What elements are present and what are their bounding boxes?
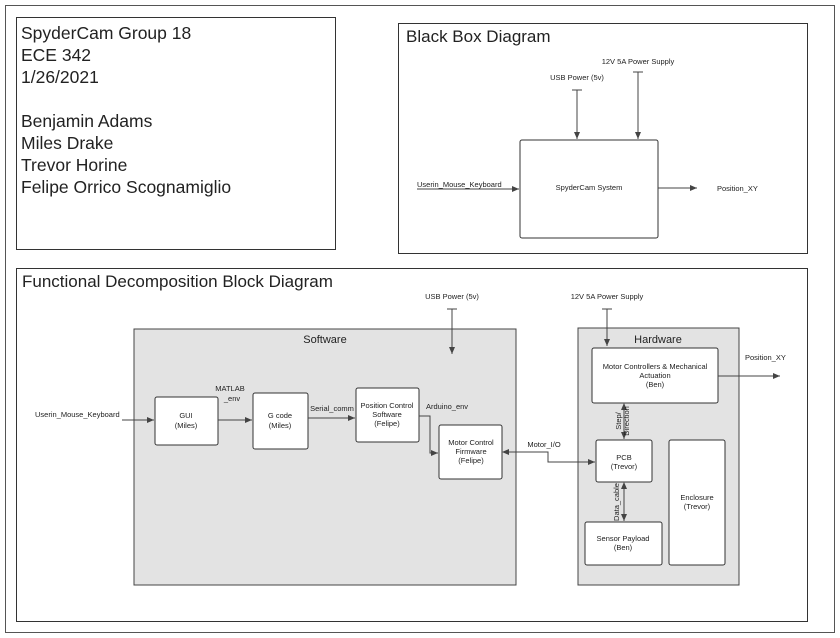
bb-power-supply-label: 12V 5A Power Supply xyxy=(602,57,675,66)
sensor-payload-label: Sensor Payload xyxy=(597,534,650,543)
position-control-owner: (Felipe) xyxy=(374,419,400,428)
gcode-label: G code xyxy=(268,411,292,420)
step-direction-label-2: Direction xyxy=(622,406,631,436)
sensor-payload-block xyxy=(584,521,663,566)
member-1: Benjamin Adams xyxy=(21,111,153,131)
motor-io-label: Motor_I/O xyxy=(527,440,561,449)
page-border xyxy=(5,5,835,633)
hardware-group-label: Hardware xyxy=(634,334,682,346)
bb-input-label: Userin_Mouse_Keyboard xyxy=(417,180,502,189)
fd-usb-power-label: USB Power (5v) xyxy=(425,292,479,301)
serial-comm-label: Serial_comm xyxy=(310,404,354,413)
bb-system-label: SpyderCam System xyxy=(556,183,623,192)
matlab-env-label-2: _env xyxy=(223,394,241,403)
motor-controllers-label-1: Motor Controllers & Mechanical xyxy=(603,362,708,371)
software-group-label: Software xyxy=(303,334,346,346)
motor-firmware-label-1: Motor Control xyxy=(448,438,494,447)
motor-firmware-owner: (Felipe) xyxy=(458,456,484,465)
gui-block xyxy=(154,396,219,446)
enclosure-block xyxy=(668,439,726,566)
member-2: Miles Drake xyxy=(21,133,114,153)
motor-firmware-label-2: Firmware xyxy=(455,447,486,456)
motor-controllers-owner: (Ben) xyxy=(646,380,665,389)
sensor-payload-owner: (Ben) xyxy=(614,543,633,552)
functional-title: Functional Decomposition Block Diagram xyxy=(22,272,333,291)
bb-system-box xyxy=(519,139,659,239)
position-control-label-1: Position Control xyxy=(361,401,414,410)
matlab-env-label-1: MATLAB xyxy=(215,384,244,393)
enclosure-label: Enclosure xyxy=(680,493,713,502)
gcode-block xyxy=(252,392,309,450)
gcode-owner: (Miles) xyxy=(269,421,292,430)
bb-usb-power-label: USB Power (5v) xyxy=(550,73,604,82)
member-4: Felipe Orrico Scognamiglio xyxy=(21,177,232,197)
fd-input-label: Userin_Mouse_Keyboard xyxy=(35,410,120,419)
arduino-env-label: Arduino_env xyxy=(426,402,468,411)
date: 1/26/2021 xyxy=(21,67,99,87)
black-box-title: Black Box Diagram xyxy=(406,27,551,46)
bb-output-label: Position_XY xyxy=(717,184,758,193)
pcb-label: PCB xyxy=(616,453,631,462)
pcb-owner: (Trevor) xyxy=(611,462,638,471)
fd-output-label: Position_XY xyxy=(745,353,786,362)
gui-owner: (Miles) xyxy=(175,421,198,430)
fd-power-supply-label: 12V 5A Power Supply xyxy=(571,292,644,301)
member-3: Trevor Horine xyxy=(21,155,128,175)
group-name: SpyderCam Group 18 xyxy=(21,23,192,43)
data-cable-label: Data_cable xyxy=(612,483,621,521)
position-to-firmware-arrow xyxy=(419,415,438,456)
step-direction-label-1: Step/ xyxy=(614,411,623,429)
gui-label: GUI xyxy=(179,411,192,420)
position-control-label-2: Software xyxy=(372,410,402,419)
info-box: SpyderCam Group 18 ECE 342 1/26/2021 Ben… xyxy=(16,17,336,250)
motor-io-arrow xyxy=(502,449,595,465)
motor-controllers-label-2: Actuation xyxy=(639,371,670,380)
course-name: ECE 342 xyxy=(21,45,92,65)
position-control-block xyxy=(355,387,420,443)
enclosure-owner: (Trevor) xyxy=(684,502,711,511)
